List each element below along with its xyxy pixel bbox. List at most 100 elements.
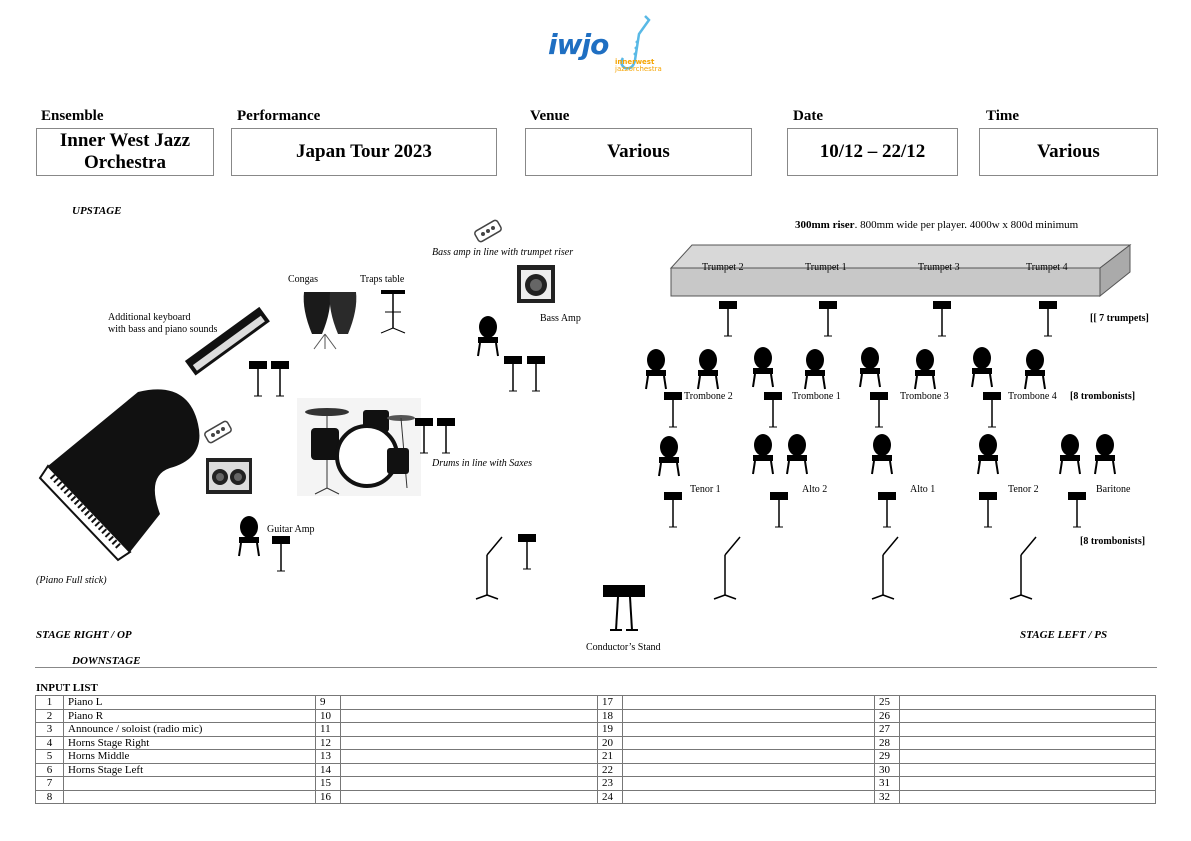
- music-stand-icon: [1039, 301, 1057, 337]
- sax-label: Tenor 1: [690, 484, 721, 495]
- amplifier-icon: [206, 458, 252, 494]
- date-value: 10/12 – 22/12: [787, 128, 958, 176]
- time-value: Various: [979, 128, 1158, 176]
- trumpet-label: Trumpet 2: [702, 262, 744, 273]
- traps-table-label: Traps table: [360, 274, 405, 285]
- input-channel-source: [340, 695, 598, 710]
- trumpet-label: Trumpet 3: [918, 262, 960, 273]
- music-stand-icon: [271, 361, 289, 397]
- input-channel-source: Horns Stage Left: [63, 762, 316, 777]
- logo: iwjo innerwest jazzorchestra: [545, 14, 662, 80]
- bass-amp-label: Bass Amp: [540, 313, 581, 324]
- input-channel-number: 25: [874, 695, 900, 710]
- sax-label: Alto 1: [910, 484, 936, 495]
- input-channel-number: 11: [315, 722, 341, 737]
- input-channel-number: 26: [874, 708, 900, 723]
- keyboard-icon: [184, 306, 270, 376]
- input-channel-source: [622, 776, 875, 791]
- input-channel-source: Horns Middle: [63, 749, 316, 764]
- music-stand-icon: [770, 492, 788, 528]
- drums-note: Drums in line with Saxes: [432, 458, 532, 469]
- input-list-title: INPUT LIST: [36, 682, 98, 694]
- upstage-label: UPSTAGE: [72, 205, 122, 217]
- input-channel-number: 31: [874, 776, 900, 791]
- mic-stand-icon: [1009, 536, 1037, 600]
- chair-icon: [752, 347, 774, 388]
- chair-icon: [645, 349, 667, 390]
- riser-note: 300mm riser. 800mm wide per player. 4000…: [795, 219, 1078, 231]
- chair-icon: [804, 349, 826, 390]
- mic-stand-icon: [871, 536, 899, 600]
- input-channel-number: 24: [597, 789, 623, 804]
- input-channel-number: 14: [315, 762, 341, 777]
- music-stand-icon: [979, 492, 997, 528]
- mic-stand-icon: [475, 536, 503, 600]
- input-channel-source: [899, 735, 1156, 750]
- sax-label: Baritone: [1096, 484, 1131, 495]
- input-channel-number: 17: [597, 695, 623, 710]
- chair-icon: [1024, 349, 1046, 390]
- input-channel-source: [899, 722, 1156, 737]
- music-stand-icon: [870, 392, 888, 428]
- guitar-amp-label: Guitar Amp: [267, 524, 315, 535]
- trombone-label: Trombone 1: [792, 391, 841, 402]
- downstage-label: DOWNSTAGE: [72, 655, 141, 667]
- input-channel-number: 28: [874, 735, 900, 750]
- music-stand-icon: [819, 301, 837, 337]
- music-stand-icon: [518, 534, 536, 570]
- chair-icon: [871, 434, 893, 475]
- input-channel-source: [340, 789, 598, 804]
- grand-piano-icon: [38, 389, 200, 562]
- chair-icon: [859, 347, 881, 388]
- input-channel-source: [899, 708, 1156, 723]
- time-label: Time: [986, 108, 1020, 124]
- keyboard-note-line1: Additional keyboard: [108, 312, 191, 323]
- congas-label: Congas: [288, 274, 318, 285]
- music-stand-icon: [415, 418, 433, 454]
- input-channel-number: 29: [874, 749, 900, 764]
- performance-value: Japan Tour 2023: [231, 128, 497, 176]
- music-stand-icon: [719, 301, 737, 337]
- input-channel-number: 3: [35, 722, 64, 737]
- input-channel-number: 10: [315, 708, 341, 723]
- saxophone-icon: [620, 15, 651, 70]
- amplifier-icon: [517, 265, 555, 303]
- trumpet-riser: [669, 243, 1132, 298]
- input-channel-source: Horns Stage Right: [63, 735, 316, 750]
- stage-divider: [35, 667, 1157, 668]
- input-channel-number: 30: [874, 762, 900, 777]
- logo-subtext-2: jazzorchestra: [615, 65, 662, 73]
- ensemble-value: Inner West Jazz Orchestra: [36, 128, 214, 176]
- input-channel-source: [340, 722, 598, 737]
- input-channel-number: 4: [35, 735, 64, 750]
- ensemble-label: Ensemble: [41, 108, 104, 124]
- input-channel-source: Piano L: [63, 695, 316, 710]
- input-channel-number: 19: [597, 722, 623, 737]
- riser-note-rest: . 800mm wide per player. 4000w x 800d mi…: [854, 219, 1079, 231]
- input-channel-number: 6: [35, 762, 64, 777]
- input-channel-source: [622, 722, 875, 737]
- music-stand-icon: [933, 301, 951, 337]
- piano-note: (Piano Full stick): [36, 575, 107, 586]
- stage-left-label: STAGE LEFT / PS: [1020, 629, 1108, 641]
- input-channel-number: 21: [597, 749, 623, 764]
- input-channel-source: [63, 776, 316, 791]
- traps-table-icon: [380, 290, 406, 334]
- chair-icon: [977, 434, 999, 475]
- input-channel-source: [622, 789, 875, 804]
- music-stand-icon: [527, 356, 545, 392]
- input-channel-number: 12: [315, 735, 341, 750]
- music-stand-icon: [1068, 492, 1086, 528]
- input-channel-number: 7: [35, 776, 64, 791]
- input-channel-source: [340, 776, 598, 791]
- input-channel-source: [340, 749, 598, 764]
- music-stand-icon: [764, 392, 782, 428]
- trumpet-label: Trumpet 1: [805, 262, 847, 273]
- chair-icon: [914, 349, 936, 390]
